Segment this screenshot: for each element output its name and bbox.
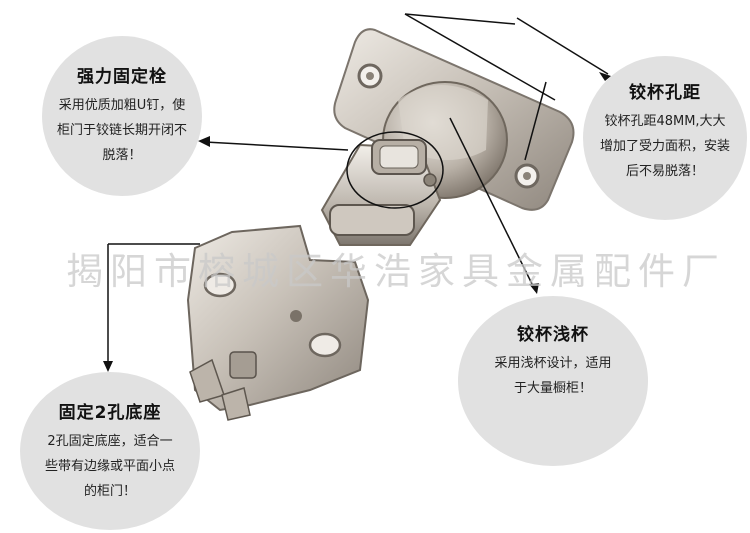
- callout-bolt-title: 强力固定栓: [77, 67, 167, 87]
- watermark-text: 揭阳市榕城区华浩家具金属配件厂: [66, 250, 726, 293]
- base-plate: [186, 224, 370, 421]
- callout-lines: [107, 13, 609, 368]
- mount-hole-icon: [203, 272, 237, 298]
- callout-arrowheads: [103, 72, 611, 372]
- hinge-arm: [320, 139, 442, 246]
- mount-hole-icon: [308, 332, 342, 358]
- callout-base-desc: 2孔固定底座，适合一 些带有边缘或平面小点 的柜门！: [44, 434, 175, 499]
- callout-bolt: 强力固定栓 采用优质加粗U钉，使 柜门于铰链长期开闭不 脱落！: [42, 36, 202, 196]
- callout-cup-title: 铰杯浅杯: [517, 325, 589, 345]
- callout-cup-desc: 采用浅杯设计，适用 于大量橱柜！: [494, 356, 612, 396]
- callout-distance-title: 铰杯孔距: [629, 83, 701, 103]
- callout-cup: 铰杯浅杯 采用浅杯设计，适用 于大量橱柜！: [458, 296, 648, 466]
- callout-base-title: 固定2孔底座: [58, 403, 162, 423]
- callout-distance-desc: 铰杯孔距48MM,大大 增加了受力面积，安装 后不易脱落！: [599, 114, 730, 179]
- callout-bolt-desc: 采用优质加粗U钉，使 柜门于铰链长期开闭不 脱落！: [56, 98, 187, 163]
- callout-base: 固定2孔底座 2孔固定底座，适合一 些带有边缘或平面小点 的柜门！: [20, 372, 200, 530]
- callout-distance: 铰杯孔距 铰杯孔距48MM,大大 增加了受力面积，安装 后不易脱落！: [583, 56, 747, 220]
